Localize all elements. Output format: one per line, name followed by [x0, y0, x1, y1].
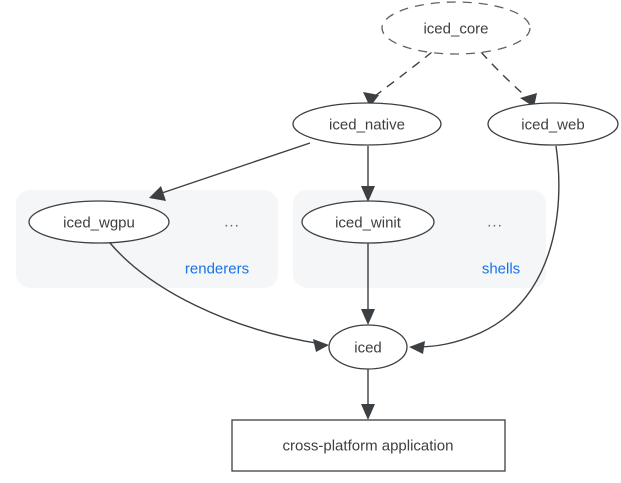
edge-iced-core-to-iced-web	[480, 51, 537, 107]
edge-iced-winit-to-iced	[361, 241, 375, 325]
edge-iced-wgpu-to-iced	[109, 242, 329, 352]
node-iced-native-shape[interactable]	[292, 102, 442, 146]
node-cross-platform-application[interactable]: cross-platform application	[231, 419, 506, 472]
node-application-label: cross-platform application	[283, 438, 454, 455]
arrowhead-icon	[149, 186, 166, 201]
node-iced-wgpu[interactable]: iced_wgpu	[28, 200, 170, 244]
edge-iced-native-to-iced-winit	[361, 146, 375, 202]
node-iced-winit-label: iced_winit	[335, 215, 402, 232]
arrowhead-icon	[409, 341, 425, 354]
node-iced-shape[interactable]	[328, 324, 408, 370]
node-iced[interactable]: iced	[328, 324, 408, 370]
node-iced-web-label: iced_web	[521, 117, 584, 134]
node-iced-core-shape[interactable]	[381, 1, 531, 55]
node-iced-core-label: iced_core	[423, 21, 488, 38]
node-iced-core[interactable]: iced_core	[381, 1, 531, 55]
edge-iced-native-to-iced-wgpu	[149, 142, 311, 201]
node-iced-native[interactable]: iced_native	[292, 102, 442, 146]
node-iced-native-label: iced_native	[329, 117, 405, 134]
arrowhead-icon	[361, 404, 375, 420]
node-iced-label: iced	[354, 340, 382, 357]
node-application-shape[interactable]	[231, 419, 506, 472]
node-iced-web-shape[interactable]	[487, 102, 619, 146]
cluster-renderers-label: renderers	[185, 261, 249, 278]
cluster-renderers-more: ...	[224, 214, 240, 231]
node-iced-wgpu-shape[interactable]	[28, 200, 170, 244]
node-iced-winit[interactable]: iced_winit	[301, 200, 435, 244]
node-iced-wgpu-label: iced_wgpu	[63, 215, 135, 232]
arrowhead-icon	[361, 186, 375, 202]
edge-iced-web-to-iced	[409, 145, 560, 354]
cluster-shells-more: ...	[487, 214, 503, 231]
edge-iced-to-application	[361, 369, 375, 420]
arrowhead-icon	[363, 92, 379, 107]
arrowhead-icon	[313, 339, 329, 352]
node-iced-web[interactable]: iced_web	[487, 102, 619, 146]
node-iced-winit-shape[interactable]	[301, 200, 435, 244]
cluster-shells-label: shells	[482, 261, 520, 278]
edge-iced-core-to-iced-native	[363, 51, 433, 107]
arrowhead-icon	[361, 309, 375, 325]
